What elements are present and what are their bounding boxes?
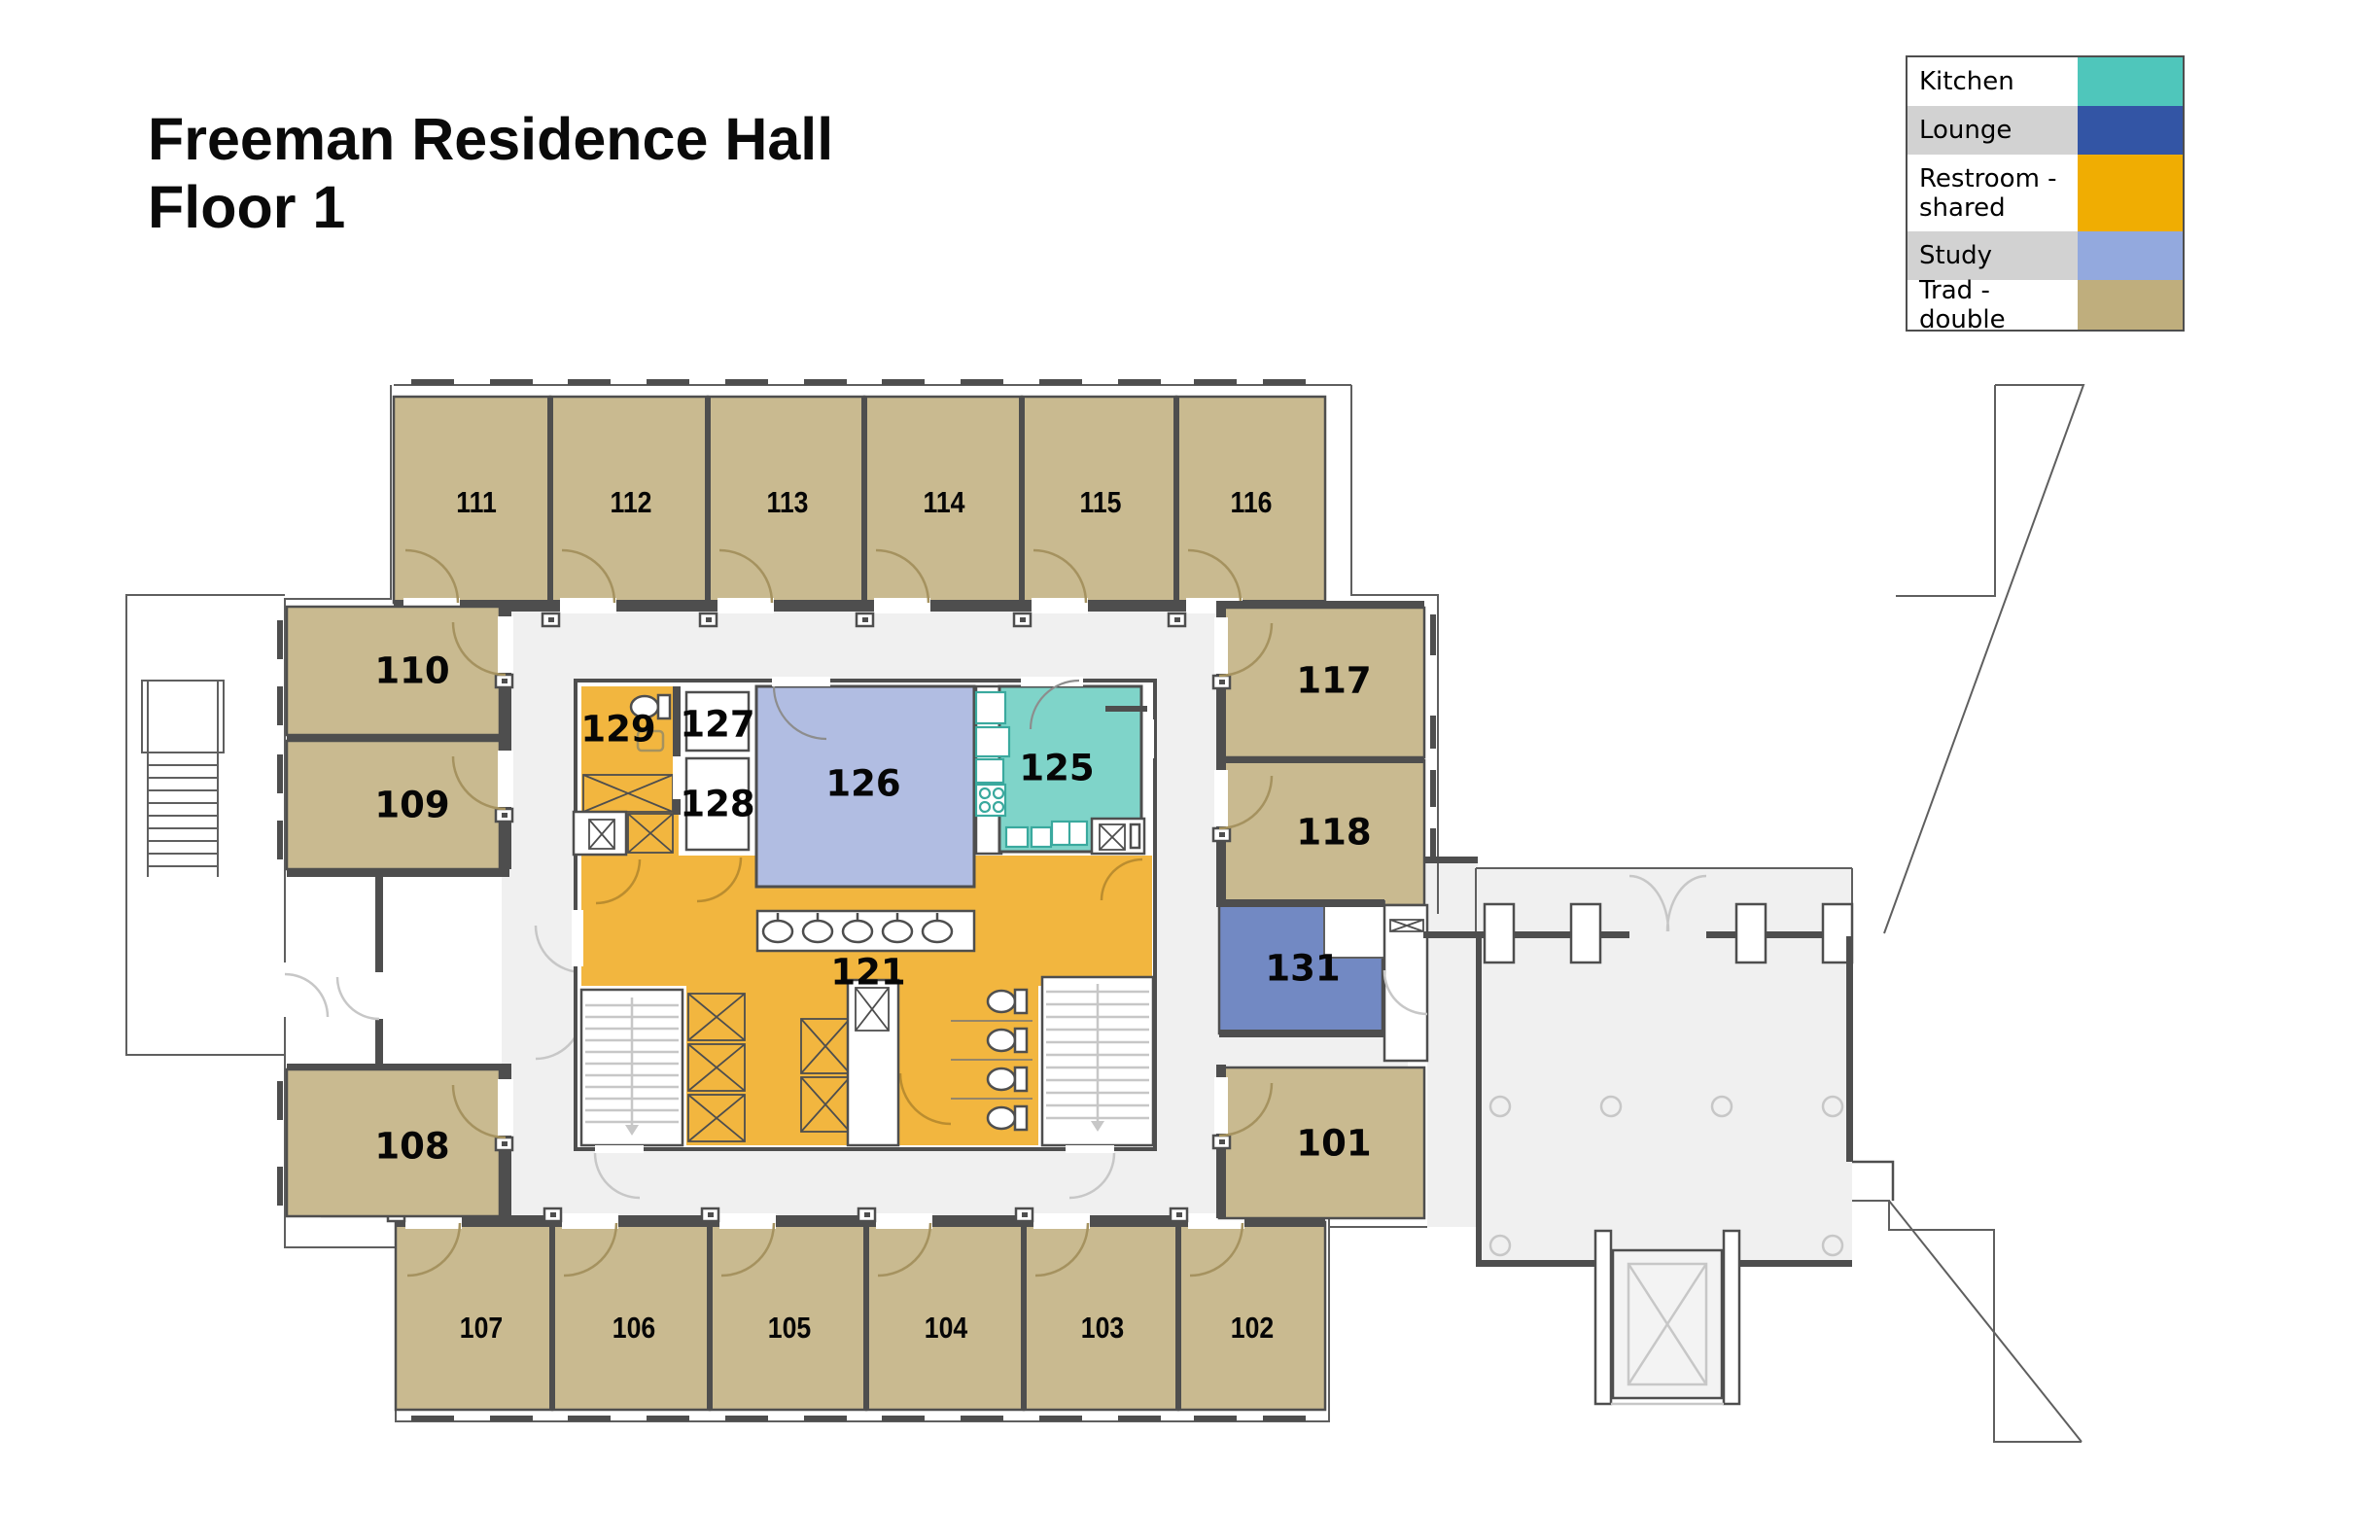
legend: Kitchen Lounge Restroom - shared Study T… xyxy=(1906,55,2185,334)
room-103-label: 103 xyxy=(1080,1311,1125,1345)
legend-swatch-lounge xyxy=(2078,106,2183,155)
legend-swatch-kitchen xyxy=(2078,57,2183,106)
page-title: Freeman Residence Hall Floor 1 xyxy=(148,105,833,241)
room-102-label: 102 xyxy=(1230,1311,1275,1345)
legend-swatch-trad-double xyxy=(2078,280,2183,330)
building-name: Freeman Residence Hall xyxy=(148,106,834,172)
legend-label-lounge: Lounge xyxy=(1919,116,2012,145)
room-107-label: 107 xyxy=(459,1311,504,1345)
room-105-label: 105 xyxy=(767,1311,812,1345)
east-lobby xyxy=(1423,857,1895,1406)
room-109-label: 109 xyxy=(374,784,450,826)
rooms-right-column xyxy=(1211,601,1429,1220)
room-126-label: 126 xyxy=(825,762,901,805)
central-core xyxy=(572,677,1157,1200)
room-127-label: 127 xyxy=(680,703,755,746)
room-101-label: 101 xyxy=(1296,1122,1372,1165)
legend-row-lounge: Lounge xyxy=(1908,106,2183,155)
legend-swatch-restroom xyxy=(2078,155,2183,231)
room-128-label: 128 xyxy=(680,783,755,825)
room-115-label: 115 xyxy=(1079,485,1122,519)
room-125-label: 125 xyxy=(1019,747,1095,789)
legend-row-study: Study xyxy=(1908,231,2183,280)
room-104-label: 104 xyxy=(924,1311,968,1345)
room-117-label: 117 xyxy=(1296,659,1372,702)
room-106-label: 106 xyxy=(612,1311,656,1345)
legend-label-kitchen: Kitchen xyxy=(1919,67,2014,96)
legend-label-study: Study xyxy=(1919,241,1993,270)
room-131-label: 131 xyxy=(1265,947,1341,990)
legend-label-trad-double: Trad - double xyxy=(1919,275,2006,334)
rooms-top-row xyxy=(384,395,1327,628)
legend-row-restroom: Restroom - shared xyxy=(1908,155,2183,231)
room-110-label: 110 xyxy=(374,649,450,692)
rooms-bottom-row xyxy=(386,1207,1327,1412)
room-121-label: 121 xyxy=(830,951,906,994)
room-129-label: 129 xyxy=(580,708,656,751)
legend-label-restroom: Restroom - shared xyxy=(1919,163,2057,223)
room-114-label: 114 xyxy=(923,485,965,519)
legend-row-kitchen: Kitchen xyxy=(1908,57,2183,106)
room-118-label: 118 xyxy=(1296,811,1372,854)
legend-row-trad-double: Trad - double xyxy=(1908,275,2183,334)
rooms-left-column xyxy=(284,605,584,1222)
room-111-label: 111 xyxy=(456,485,497,519)
floor-label: Floor 1 xyxy=(148,174,346,240)
room-108-label: 108 xyxy=(374,1125,450,1168)
legend-swatch-study xyxy=(2078,231,2183,280)
room-116-label: 116 xyxy=(1230,485,1273,519)
exterior-outline xyxy=(125,379,2085,1443)
room-113-label: 113 xyxy=(766,485,809,519)
room-112-label: 112 xyxy=(610,485,652,519)
